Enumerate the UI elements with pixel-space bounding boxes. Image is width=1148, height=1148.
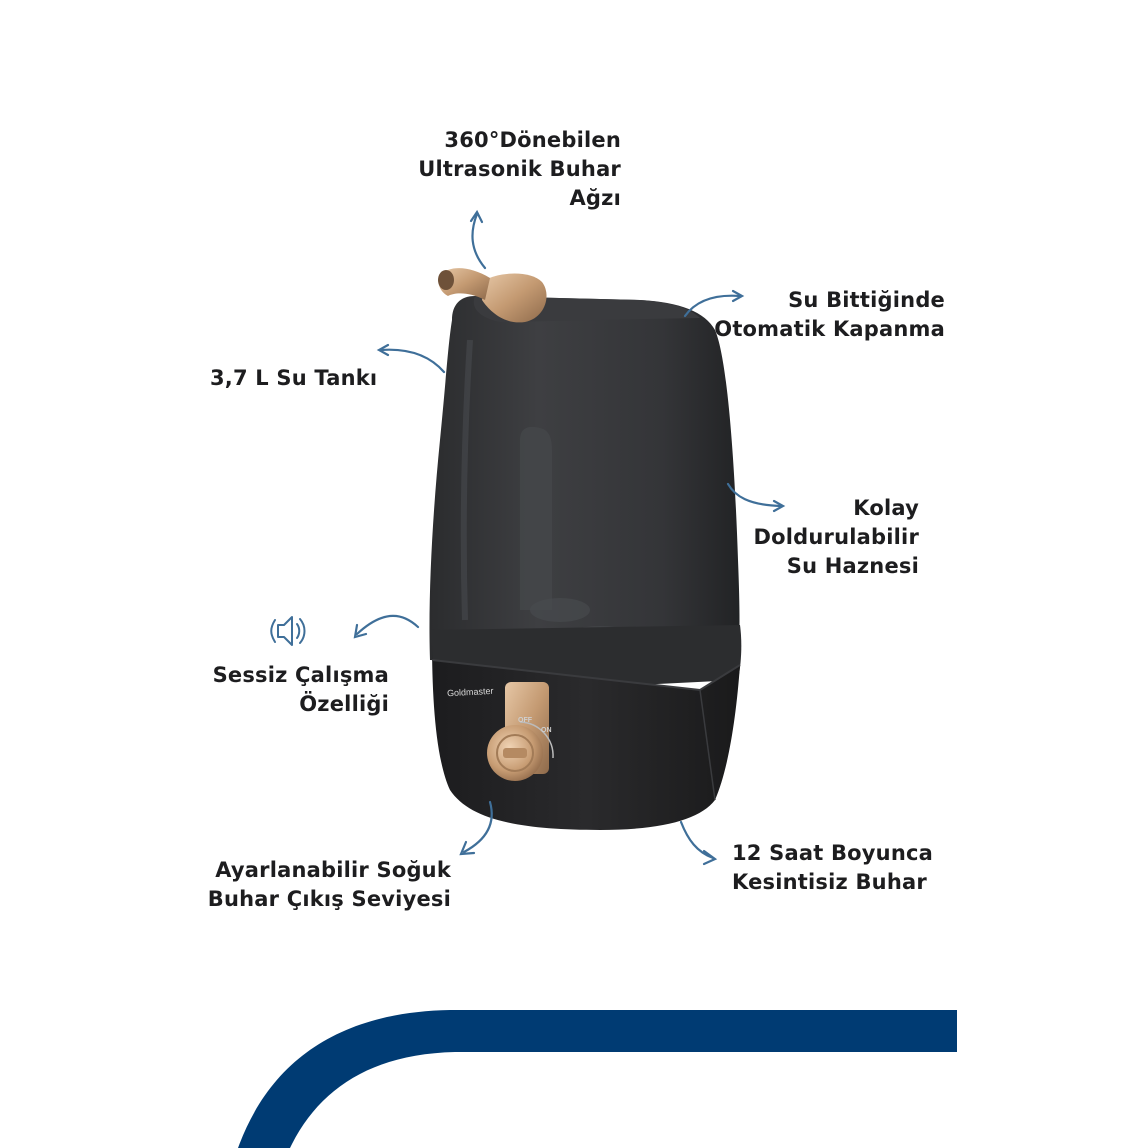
feature-auto-off-label: Su Bittiğinde Otomatik Kapanma [714,288,945,341]
dial-on-label: ON [541,727,552,734]
mist-nozzle [438,268,547,323]
arrow-nozzle [471,212,487,270]
humidifier-base [430,625,742,830]
arrow-adjustable [462,800,493,854]
speaker-sound-icon [270,616,306,646]
arrow-easy-fill [726,482,783,508]
feature-easy-fill-label: Kolay Doldurulabilir Su Haznesi [753,496,919,578]
water-tank [429,296,740,675]
arrow-silent [355,614,420,636]
feature-adjustable-label: Ayarlanabilir Soğuk Buhar Çıkış Seviyesi [207,858,451,911]
feature-silent-label: Sessiz Çalışma Özelliği [212,663,389,716]
feature-continuous-label: 12 Saat Boyunca Kesintisiz Buhar [732,841,933,894]
feature-nozzle-label: 360°Dönebilen Ultrasonik Buhar Ağzı [418,128,621,210]
bottom-brand-band [238,1010,957,1148]
arrow-continuous [679,820,715,860]
arrow-tank [379,348,446,374]
arrowhead [469,209,484,224]
arrow-auto-off [683,294,742,318]
dial-off-label: OFF [518,717,532,724]
feature-tank-label: 3,7 L Su Tankı [210,366,378,390]
